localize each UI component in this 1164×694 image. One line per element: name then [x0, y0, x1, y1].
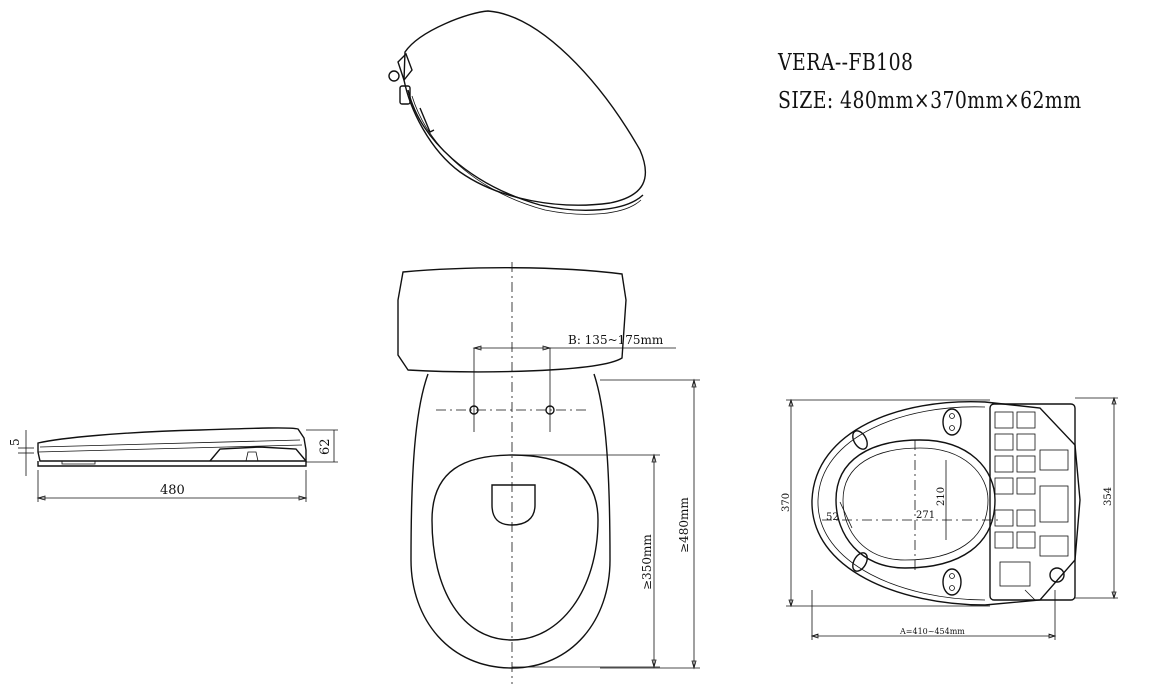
bowl-depth-label: ≥480mm [677, 497, 691, 553]
opening-width-label: 210 [936, 487, 947, 506]
side-length-label: 480 [160, 483, 185, 498]
perspective-view [388, 10, 647, 215]
opening-length-label: 271 [916, 510, 935, 521]
side-view: 480 5 62 [8, 427, 338, 502]
model-name: VERA--FB108 [778, 50, 914, 76]
offset-label: 52 [826, 512, 839, 523]
side-height-label: 62 [318, 438, 333, 455]
opening-depth-label: ≥350mm [640, 534, 654, 590]
width-inner-label: 354 [1103, 487, 1114, 506]
width-outer-label: 370 [781, 493, 792, 512]
bolt-spacing-label: B: 135~175mm [568, 333, 664, 347]
side-small-height-label: 5 [8, 438, 22, 446]
underside-view: 210 271 52 370 354 A=410~454mm [781, 396, 1118, 640]
product-info: VERA--FB108 SIZE: 480mm×370mm×62mm [778, 44, 1148, 120]
size-spec: SIZE: 480mm×370mm×62mm [778, 88, 1082, 114]
installation-view: B: 135~175mm ≥350mm ≥480mm [397, 262, 700, 684]
mount-range-label: A=410~454mm [899, 627, 965, 636]
